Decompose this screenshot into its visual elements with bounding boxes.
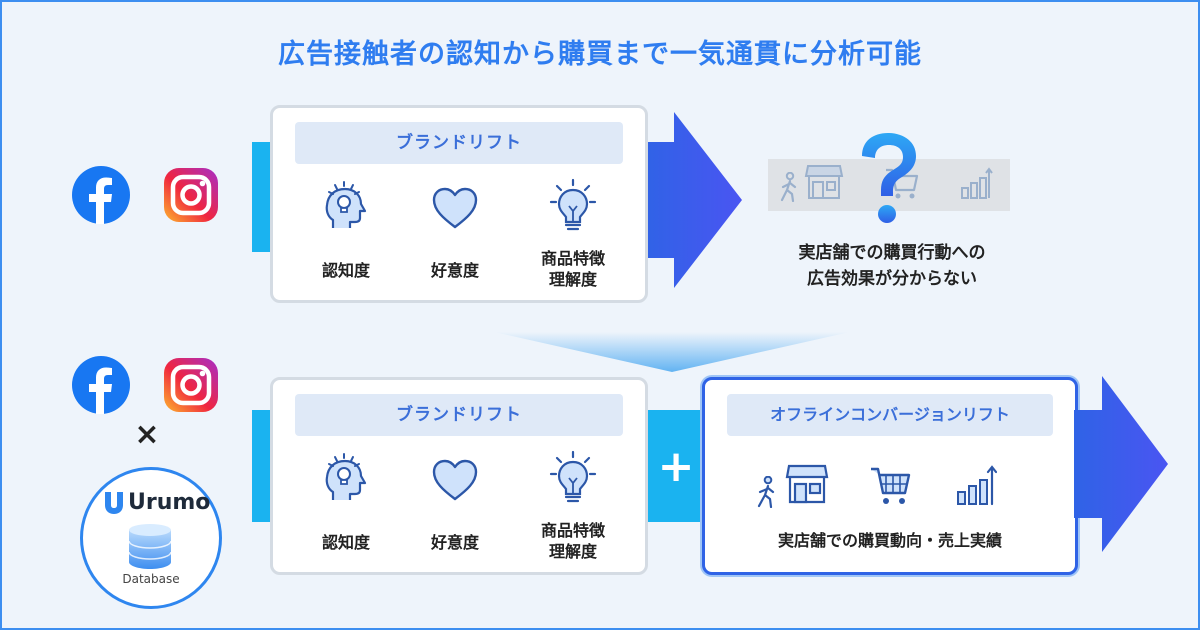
bar-growth-icon <box>961 167 993 199</box>
database-label: Database <box>122 572 180 586</box>
offline-conversion-lift-box: オフラインコンバージョンリフト 実店舗での購買動向・売上実績 <box>702 377 1078 575</box>
brand-lift-heading: ブランドリフト <box>295 394 623 436</box>
brand-lift-box-top: ブランドリフト 認知度 好意度 商品特徴 理解度 <box>270 105 648 303</box>
offline-conversion-heading: オフラインコンバージョンリフト <box>727 394 1053 436</box>
arrow-right-icon <box>1074 376 1168 552</box>
head-lightbulb-icon <box>325 181 367 228</box>
brand-lift-box-bottom: ブランドリフト 認知度 好意度 商品特徴 理解度 <box>270 377 648 575</box>
walking-person-icon <box>780 172 797 202</box>
head-lightbulb-icon <box>325 453 367 500</box>
offline-caption: 実店舗での購買動向・売上実績 <box>777 531 1002 550</box>
cart-icon <box>886 168 919 199</box>
heart-icon <box>432 187 478 229</box>
instagram-icon <box>164 168 218 222</box>
flow-connector-middle <box>646 410 706 522</box>
metric-awareness: 認知度 <box>321 261 370 280</box>
question-mark-icon <box>862 133 916 223</box>
brand-lift-heading: ブランドリフト <box>295 122 623 164</box>
times-symbol: × <box>134 417 160 452</box>
top-caption: 実店舗での購買行動への 広告効果が分からない <box>798 243 986 289</box>
walking-person-icon <box>757 476 775 508</box>
database-icon <box>128 524 172 569</box>
metric-product-understanding: 商品特徴 理解度 <box>540 521 605 561</box>
store-icon <box>804 165 844 199</box>
facebook-icon <box>72 356 130 414</box>
page-title: 広告接触者の認知から購買まで一気通貫に分析可能 <box>278 39 922 70</box>
metric-product-understanding: 商品特徴 理解度 <box>540 249 605 289</box>
lightbulb-icon <box>549 450 597 503</box>
urumo-label: Urumo <box>128 490 211 515</box>
lightbulb-icon <box>549 178 597 231</box>
urumo-logo-icon <box>105 492 123 514</box>
facebook-icon <box>72 166 130 224</box>
metric-favorability: 好意度 <box>430 533 479 552</box>
urumo-database-badge <box>80 467 222 609</box>
flow-connector-left <box>252 142 274 252</box>
metric-favorability: 好意度 <box>430 261 479 280</box>
arrow-right-icon <box>642 112 742 288</box>
store-icon <box>785 464 829 504</box>
metric-awareness: 認知度 <box>321 533 370 552</box>
instagram-icon <box>164 358 218 412</box>
plus-symbol: + <box>657 441 695 492</box>
bar-growth-icon <box>957 465 997 506</box>
down-arrow-icon <box>494 332 850 372</box>
cart-icon <box>871 467 911 504</box>
flow-connector-left <box>252 410 274 522</box>
heart-icon <box>432 459 478 501</box>
